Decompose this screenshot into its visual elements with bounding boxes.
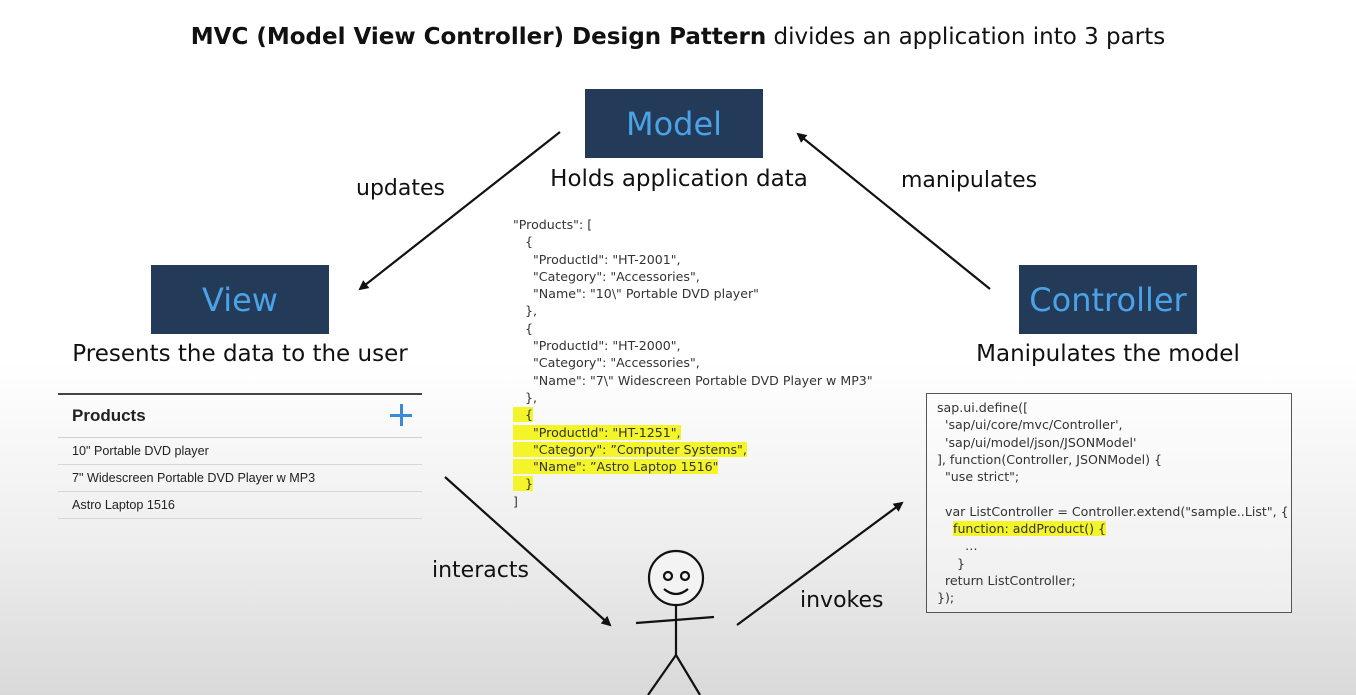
edge-label-interacts: interacts xyxy=(432,558,529,583)
code-line-highlighted: { xyxy=(513,406,873,423)
code-line: "Name": "10\" Portable DVD player" xyxy=(513,286,759,302)
list-item[interactable]: Astro Laptop 1516 xyxy=(58,492,422,519)
code-line: function: addProduct() { xyxy=(937,520,1289,537)
code-highlight: } xyxy=(513,476,534,492)
code-line: "ProductId": "HT-2000", xyxy=(513,338,681,354)
controller-box: Controller xyxy=(1019,265,1197,334)
code-line-text: { xyxy=(513,320,534,336)
code-line-highlighted: } xyxy=(513,475,873,492)
code-line: ], function(Controller, JSONModel) { xyxy=(937,451,1163,467)
list-item-label: Astro Laptop 1516 xyxy=(72,498,175,512)
code-line: }, xyxy=(513,303,538,319)
title-bold: MVC (Model View Controller) Design Patte… xyxy=(190,24,767,50)
list-item[interactable]: 10" Portable DVD player xyxy=(58,438,422,465)
controller-code-box: sap.ui.define([ 'sap/ui/core/mvc/Control… xyxy=(926,393,1292,613)
code-line: "Products": [ xyxy=(513,217,593,232)
controller-caption: Manipulates the model xyxy=(976,341,1240,367)
controller-code: sap.ui.define([ 'sap/ui/core/mvc/Control… xyxy=(937,399,1289,607)
code-highlight: function: addProduct() { xyxy=(953,521,1107,537)
model-label: Model xyxy=(625,104,723,143)
view-caption: Presents the data to the user xyxy=(72,341,408,367)
controller-label: Controller xyxy=(1029,280,1187,319)
edge-label-invokes: invokes xyxy=(800,588,884,613)
code-highlight: "ProductId": "HT-1251", xyxy=(513,424,681,440)
code-line-highlighted: "Category": ”Computer Systems", xyxy=(513,441,873,458)
code-line: } xyxy=(937,555,966,571)
model-json-code: "Products": [ { "ProductId": "HT-2001", … xyxy=(513,216,873,510)
code-line: return ListController; xyxy=(937,572,1076,588)
products-list: Products 10" Portable DVD player 7" Wide… xyxy=(58,393,422,519)
products-header: Products xyxy=(58,395,422,438)
edge-label-updates: updates xyxy=(356,176,445,201)
code-line: 'sap/ui/model/json/JSONModel' xyxy=(937,434,1137,450)
code-line: "ProductId": "HT-2001", xyxy=(513,251,681,267)
list-item[interactable]: 7" Widescreen Portable DVD Player w MP3 xyxy=(58,465,422,492)
code-line: }); xyxy=(937,590,955,606)
add-icon[interactable] xyxy=(390,404,412,426)
code-line: var ListController = Controller.extend("… xyxy=(937,503,1289,519)
arrow-view-to-user xyxy=(444,476,612,627)
code-highlight: "Name": ”Astro Laptop 1516" xyxy=(513,459,719,475)
model-caption: Holds application data xyxy=(550,166,808,192)
user-stick-figure-icon xyxy=(635,549,715,695)
title-rest: divides an application into 3 parts xyxy=(766,24,1166,50)
model-box: Model xyxy=(585,89,763,158)
arrow-model-to-view xyxy=(358,131,561,291)
code-line: "use strict"; xyxy=(937,469,1020,485)
products-title: Products xyxy=(72,406,146,425)
code-line: { xyxy=(513,234,534,250)
code-line: { xyxy=(513,320,873,337)
code-line: "Category": "Accessories", xyxy=(513,355,700,371)
arrow-controller-to-model xyxy=(796,132,991,290)
edge-label-manipulates: manipulates xyxy=(901,168,1038,193)
code-highlight: "Category": ”Computer Systems", xyxy=(513,441,747,457)
code-line: sap.ui.define([ xyxy=(937,400,1028,415)
code-line: ] xyxy=(513,493,518,509)
code-line-highlighted: "Name": ”Astro Laptop 1516" xyxy=(513,458,873,475)
code-line: … xyxy=(937,538,978,554)
arrow-user-to-controller xyxy=(736,501,904,626)
code-highlight: { xyxy=(513,407,534,423)
view-label: View xyxy=(202,280,278,319)
diagram-title: MVC (Model View Controller) Design Patte… xyxy=(0,24,1356,50)
code-line-highlighted: "ProductId": "HT-1251", xyxy=(513,424,873,441)
list-item-label: 10" Portable DVD player xyxy=(72,444,209,458)
code-line: "Name": "7\" Widescreen Portable DVD Pla… xyxy=(513,372,873,388)
view-box: View xyxy=(151,265,329,334)
code-line: }, xyxy=(513,389,538,405)
code-line: 'sap/ui/core/mvc/Controller', xyxy=(937,417,1123,433)
list-item-label: 7" Widescreen Portable DVD Player w MP3 xyxy=(72,471,316,485)
code-line: "Category": "Accessories", xyxy=(513,268,700,284)
